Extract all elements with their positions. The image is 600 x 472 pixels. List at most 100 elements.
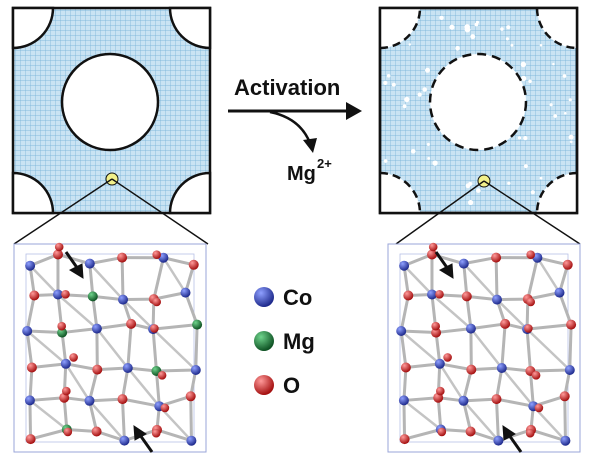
o-atom [526,429,535,438]
o-atom [492,394,502,404]
o-atom [438,428,447,437]
vacancy-spot [523,136,527,140]
o-atom [158,371,167,380]
vacancy-spot [404,97,409,102]
co-atom [25,261,35,271]
vacancy-spot [564,112,567,115]
vacancy-spot [411,149,416,154]
vacancy-spot [540,44,543,47]
activation-arrow: Activation Mg 2+ [228,75,362,185]
co-atom [181,288,191,298]
o-atom [92,365,102,375]
o-atom-swatch [254,375,274,395]
o-atom [150,324,159,333]
vacancy-spot [570,140,573,143]
co-atom [560,436,570,446]
vacancy-spot [455,46,460,51]
arrow-pointer-after-bottom [503,426,521,452]
vacancy-spot [563,74,567,78]
vacancy-spot [409,43,411,45]
o-atom [436,387,445,396]
vacancy-spot [383,81,387,85]
co-atom [493,436,503,446]
vacancy-spot [449,25,454,30]
arrow-pointer-before-top [66,252,83,278]
o-atom [61,290,70,299]
unit-cell-edge [388,244,580,452]
vacancy-spot [500,27,504,31]
co-atom [492,295,502,305]
o-atom [466,365,476,375]
o-atom [189,260,199,270]
vacancy-spot [506,37,509,40]
co-atom [25,395,35,405]
o-atom [186,391,196,401]
unit-cell-edge [400,254,568,442]
co-atom [497,363,507,373]
central-pore [62,54,158,150]
vacancy-spot [464,24,470,30]
vacancy-spot [540,177,543,180]
co-atom [565,365,575,375]
o-atom [443,353,452,362]
vacancy-spot [506,25,510,29]
vacancy-spot [387,74,391,78]
mg-atom-swatch [254,331,274,351]
vacancy-spot [384,159,388,163]
co-atom [92,324,102,334]
o-atom [400,434,410,444]
co-atom [186,436,196,446]
pore-panel-after [380,8,577,213]
vacancy-spot [528,80,532,84]
co-atom [459,396,469,406]
co-atom [61,359,71,369]
legend-label-mg: Mg [283,329,315,354]
vacancy-spot [422,87,427,92]
bond-network [401,254,571,440]
legend-item-co: Co [254,285,312,310]
legend-item-o: O [254,373,300,398]
o-atom [152,429,161,438]
vacancy-spot [427,157,430,160]
o-atom [535,404,544,413]
o-atom [64,428,73,437]
vacancy-spot [466,183,471,188]
vacancy-spot [510,44,513,47]
co-atom [22,326,32,336]
vacancy-spot [425,68,430,73]
co-atom [85,396,95,406]
co-atom [399,261,409,271]
activation-label: Activation [234,75,340,100]
o-atom [126,319,136,329]
o-atom [524,324,533,333]
o-atom [29,291,39,301]
vacancy-spot [418,93,422,97]
vacancy-spot [475,23,479,27]
arrow-pointer-before-bottom [134,426,152,452]
o-atom [526,298,535,307]
o-atom [526,250,535,259]
co-atom [191,365,201,375]
atom-legend: Co Mg O [254,285,315,398]
co-atom [466,324,476,334]
crystal-structure-after [388,243,580,452]
co-atom [399,395,409,405]
o-atom [26,434,36,444]
o-atom [566,320,576,330]
o-atom [152,250,161,259]
vacancy-spot [427,143,430,146]
o-atom [560,391,570,401]
o-atom [55,243,64,252]
vacancy-spot [521,76,526,81]
o-atom [462,291,472,301]
o-atom [500,319,510,329]
vacancy-spot [531,190,535,194]
vacancy-spot [569,98,572,101]
bond-network [27,254,197,440]
o-atom [152,298,161,307]
vacancy-spot [550,103,553,106]
o-atom [62,387,71,396]
o-atom [429,243,438,252]
o-atom [401,363,411,373]
